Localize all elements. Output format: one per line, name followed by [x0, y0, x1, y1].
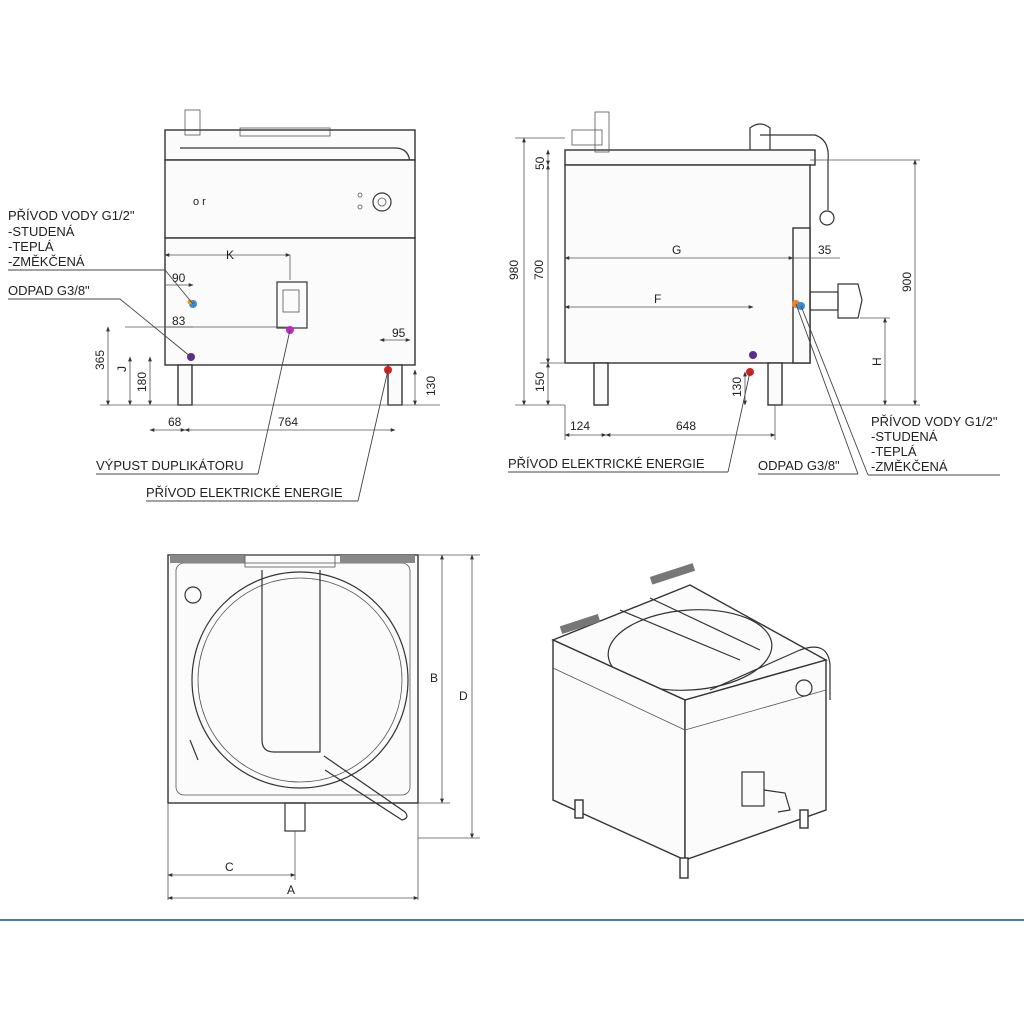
front-knob-center [377, 197, 387, 207]
iso-leg-2 [679, 857, 689, 879]
dim-648: 648 [676, 419, 696, 433]
dim-124: 124 [570, 419, 590, 433]
dim-980: 980 [507, 260, 521, 280]
iso-pipe [709, 646, 831, 700]
top-lid-handle [261, 570, 321, 753]
side-leg-right [767, 362, 783, 406]
label-softened: -ZMĚKČENÁ [8, 254, 85, 269]
top-view: B D C A [167, 554, 480, 900]
dim-90: 90 [172, 271, 186, 285]
side-drain-point [749, 351, 757, 359]
front-lid-handle [239, 127, 331, 137]
side-handle [749, 123, 771, 150]
top-valve-icon [184, 586, 202, 604]
front-control-knob [372, 192, 392, 212]
dim-g: G [672, 243, 681, 257]
iso-vent-right [649, 563, 696, 585]
bottom-rule [0, 919, 1024, 921]
label-water-inlet: PŘÍVOD VODY G1/2" [8, 208, 135, 223]
dim-700: 700 [532, 260, 546, 280]
front-leg-left [177, 364, 193, 406]
dim-a: A [287, 883, 295, 897]
label-jacket-drain: VÝPUST DUPLIKÁTORU [96, 458, 244, 473]
dim-95: 95 [392, 326, 406, 340]
front-view: o r K 90 83 95 365 J 180 130 [8, 109, 440, 502]
side-back-column [792, 227, 811, 364]
dim-180: 180 [135, 372, 149, 392]
label-water-inlet-side: PŘÍVOD VODY G1/2" [871, 414, 998, 429]
front-logo: o r [193, 196, 206, 208]
label-drain: ODPAD G3/8" [8, 283, 90, 298]
iso-side-face [684, 659, 827, 861]
side-leg-left [593, 362, 609, 406]
side-valve [594, 111, 610, 153]
top-vent-left [170, 555, 245, 563]
front-top-edge [164, 129, 416, 161]
side-pipe-tap [819, 210, 835, 226]
label-cold-side: -STUDENÁ [871, 429, 938, 444]
dim-k: K [226, 248, 234, 262]
top-drain-tap [284, 802, 306, 832]
isometric-view [551, 563, 831, 879]
dim-c: C [225, 860, 234, 874]
dim-68: 68 [168, 415, 182, 429]
side-drain-tap [837, 283, 863, 319]
dim-b: B [430, 671, 438, 685]
top-latch [189, 739, 199, 761]
iso-knob [795, 679, 813, 697]
label-warm: -TEPLÁ [8, 239, 54, 254]
dim-150: 150 [533, 372, 547, 392]
dim-130: 130 [424, 376, 438, 396]
side-view: 50 980 700 150 G 35 F 900 H 130 124 648 … [507, 111, 1000, 476]
dim-365: 365 [93, 350, 107, 370]
label-cold: -STUDENÁ [8, 224, 75, 239]
dim-35: 35 [818, 243, 832, 257]
side-cabinet [564, 164, 811, 364]
iso-leg-3 [799, 809, 809, 829]
iso-lid [607, 609, 773, 691]
dim-83: 83 [172, 314, 186, 328]
label-drain-side: ODPAD G3/8" [758, 458, 840, 473]
dim-j: J [115, 366, 129, 372]
label-softened-side: -ZMĚKČENÁ [871, 459, 948, 474]
label-power: PŘÍVOD ELEKTRICKÉ ENERGIE [146, 485, 343, 500]
dim-d: D [459, 689, 468, 703]
top-kettle-lid [191, 571, 409, 789]
side-drain-spout [809, 291, 839, 311]
iso-lid-handle [619, 597, 761, 661]
top-water-pipe [323, 755, 408, 821]
label-power-side: PŘÍVOD ELEKTRICKÉ ENERGIE [508, 456, 705, 471]
iso-drain-tap [741, 771, 765, 807]
label-warm-side: -TEPLÁ [871, 444, 917, 459]
top-outline [167, 554, 419, 804]
dim-900: 900 [900, 272, 914, 292]
iso-leg-1 [574, 799, 584, 819]
dim-130-side: 130 [730, 377, 744, 397]
dim-f: F [654, 292, 661, 306]
dim-50: 50 [533, 156, 547, 170]
front-valve [184, 109, 201, 136]
top-vent-right [340, 555, 415, 563]
dim-h: H [870, 357, 884, 366]
dim-764: 764 [278, 415, 298, 429]
iso-vent-left [559, 614, 601, 634]
